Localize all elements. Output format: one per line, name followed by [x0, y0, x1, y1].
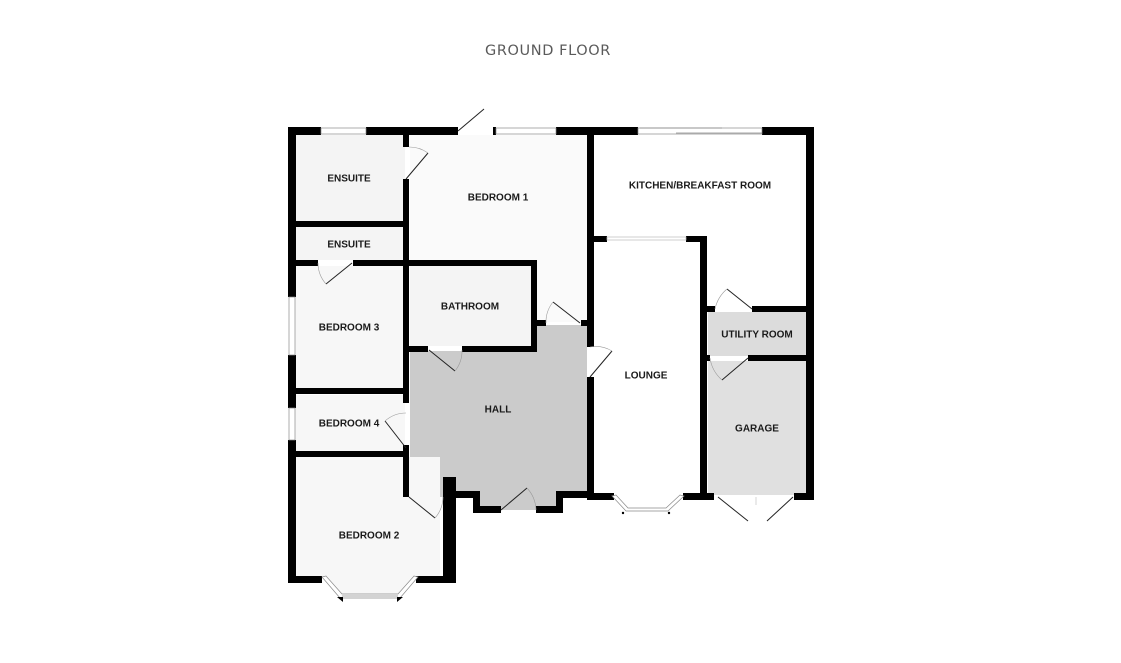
door-bedroom-4 — [384, 420, 407, 449]
door-bedroom-2 — [408, 496, 436, 519]
room-fills — [295, 135, 806, 598]
window-bedroom3-side — [288, 296, 296, 356]
door-ensuite-1 — [405, 152, 429, 180]
door-utility-kitchen — [726, 288, 753, 310]
label-hall: HALL — [485, 405, 512, 416]
label-bathroom: BATHROOM — [441, 302, 499, 313]
floor-title: GROUND FLOOR — [485, 43, 611, 59]
window-ensuite-top — [320, 127, 367, 135]
opening-kitchen-lounge — [606, 236, 687, 241]
label-bedroom-2: BEDROOM 2 — [339, 531, 400, 542]
door-front — [500, 487, 528, 511]
door-bedroom1-exterior — [457, 108, 485, 132]
label-bedroom-3: BEDROOM 3 — [319, 323, 380, 334]
door-utility-garage — [721, 357, 749, 381]
door-garage-left — [717, 496, 749, 522]
label-bedroom-1: BEDROOM 1 — [468, 193, 529, 204]
label-ensuite-2: ENSUITE — [327, 240, 371, 251]
bedroom-3-fill — [295, 266, 405, 388]
lounge-bay-fill — [612, 495, 684, 511]
lounge-fill — [594, 240, 702, 495]
bathroom-fill — [410, 266, 532, 346]
doors — [317, 108, 794, 522]
label-bedroom-4: BEDROOM 4 — [319, 419, 380, 430]
utility-room-fill — [708, 312, 806, 356]
door-bathroom — [428, 349, 456, 372]
door-bedroom-1 — [552, 301, 581, 324]
window-bedroom1-top — [495, 127, 557, 135]
room-labels: ENSUITE BEDROOM 1 KITCHEN/BREAKFAST ROOM… — [319, 174, 793, 542]
label-garage: GARAGE — [735, 424, 779, 435]
bedroom-2-fill — [295, 457, 440, 577]
ensuite-2-fill — [295, 227, 405, 260]
door-garage-right — [766, 496, 794, 522]
label-lounge: LOUNGE — [625, 371, 668, 382]
window-bedroom4-side — [288, 407, 296, 441]
garage-fill — [708, 361, 806, 495]
bay-window-lounge — [611, 494, 685, 512]
walls — [288, 127, 814, 583]
windows — [288, 127, 763, 602]
door-lounge — [589, 350, 613, 378]
label-utility-room: UTILITY ROOM — [721, 330, 792, 341]
label-kitchen: KITCHEN/BREAKFAST ROOM — [629, 181, 771, 192]
door-ensuite-2 — [325, 262, 353, 285]
ensuite-1-fill — [295, 135, 405, 222]
bedroom-2-bay-fill — [322, 577, 418, 598]
hall-fill — [410, 325, 587, 510]
bay-window-bedroom2 — [321, 575, 419, 599]
label-ensuite-1: ENSUITE — [327, 174, 371, 185]
